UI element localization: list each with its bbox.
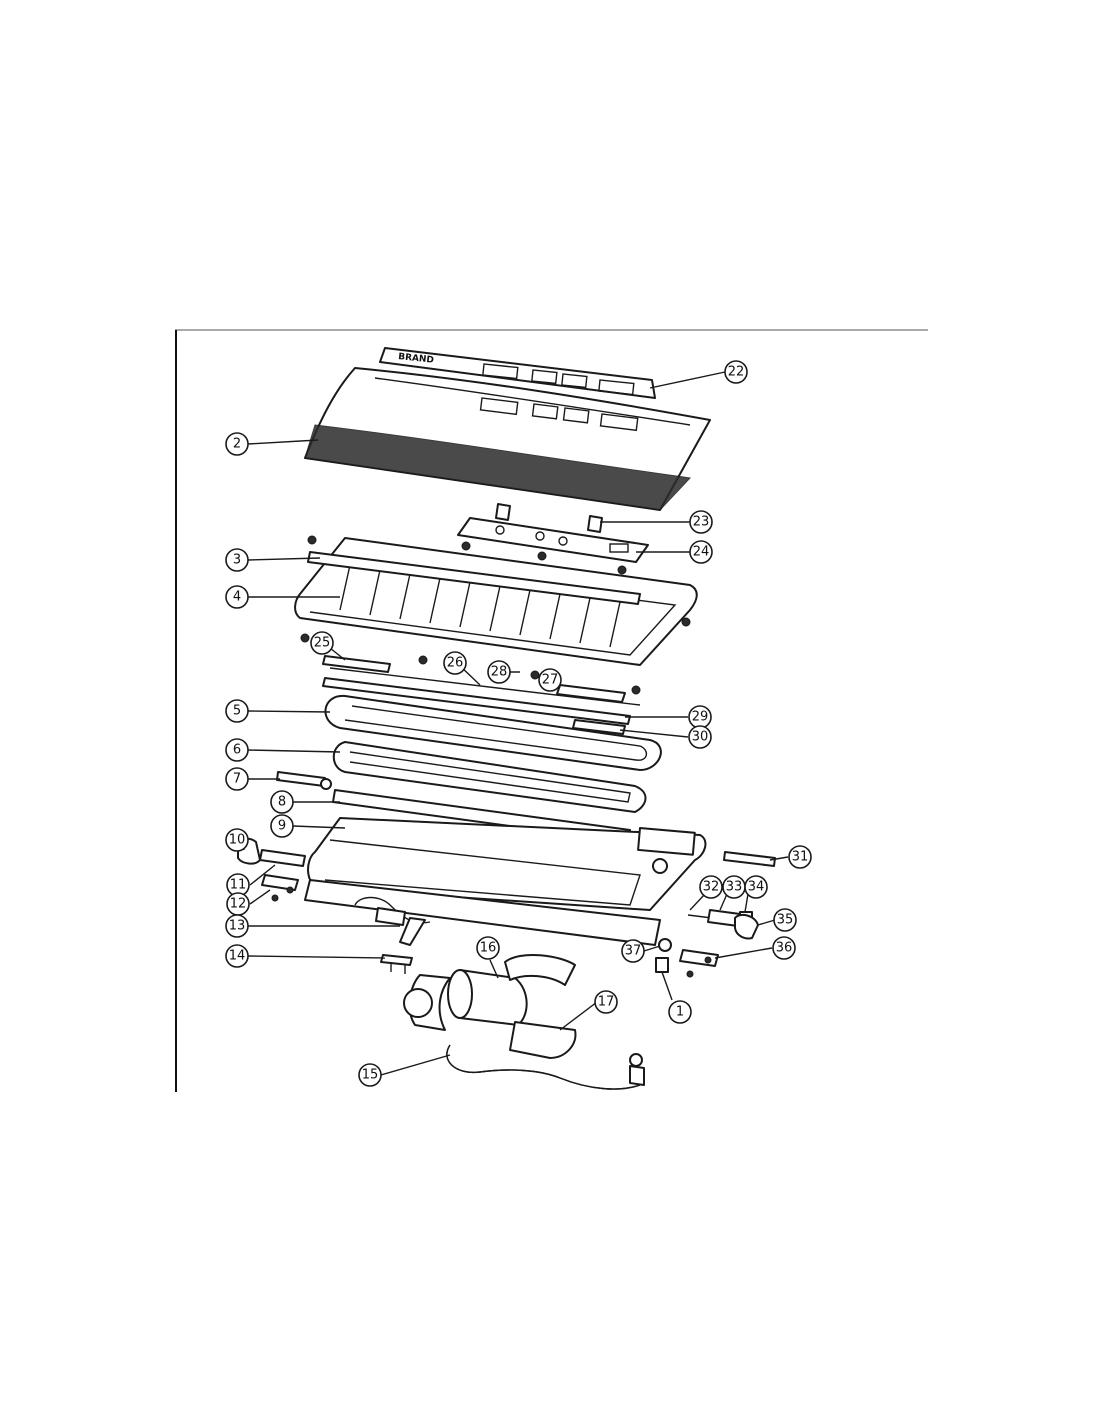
callout-label: 29 xyxy=(692,710,709,725)
callout-6: 6 xyxy=(225,738,249,762)
callout-28: 28 xyxy=(487,660,511,684)
callout-label: 27 xyxy=(542,673,559,688)
part-2-top-cover xyxy=(304,367,711,511)
part-17-pump-cover xyxy=(509,1021,577,1059)
part-23-switch xyxy=(495,503,603,533)
callout-9: 9 xyxy=(270,814,294,838)
part-31-latch-rod xyxy=(723,851,776,867)
callout-14: 14 xyxy=(225,944,249,968)
callout-label: 26 xyxy=(447,656,464,671)
callout-label: 10 xyxy=(229,833,246,848)
callout-label: 34 xyxy=(748,880,765,895)
part-15-hose xyxy=(446,1044,645,1090)
callout-37: 37 xyxy=(621,939,645,963)
callout-label: 6 xyxy=(233,743,241,758)
callout-30: 30 xyxy=(688,725,712,749)
part-5-gasket xyxy=(324,694,662,771)
part-27-heater-bracket xyxy=(556,684,626,703)
callout-7: 7 xyxy=(225,767,249,791)
part-37-nut xyxy=(658,938,672,952)
callout-label: 4 xyxy=(233,590,241,605)
callout-label: 2 xyxy=(233,437,241,452)
callout-label: 30 xyxy=(692,730,709,745)
callout-label: 9 xyxy=(278,819,286,834)
screws-upper xyxy=(300,535,691,695)
callout-17: 17 xyxy=(594,990,618,1014)
part-22-label-plate: BRAND xyxy=(379,347,656,399)
callout-15: 15 xyxy=(358,1063,382,1087)
leader-lines xyxy=(241,371,789,1076)
part-14-cord-clamp xyxy=(380,954,413,974)
callout-12: 12 xyxy=(226,892,250,916)
callout-label: 11 xyxy=(230,878,247,893)
callout-label: 35 xyxy=(777,913,794,928)
callout-10: 10 xyxy=(225,828,249,852)
callout-label: 28 xyxy=(491,665,508,680)
callout-35: 35 xyxy=(773,908,797,932)
part-30-pad xyxy=(572,719,626,735)
callout-label: 3 xyxy=(233,553,241,568)
callout-27: 27 xyxy=(538,668,562,692)
callout-label: 17 xyxy=(598,995,615,1010)
callout-33: 33 xyxy=(722,875,746,899)
part-6-gasket-frame xyxy=(332,741,647,813)
callout-label: 22 xyxy=(728,365,745,380)
callout-label: 8 xyxy=(278,795,286,810)
part-35-side-knob xyxy=(734,913,759,940)
callout-label: 16 xyxy=(480,941,497,956)
callout-label: 5 xyxy=(233,704,241,719)
callout-label: 37 xyxy=(625,944,642,959)
part-7-latch-rod xyxy=(276,771,332,790)
callout-26: 26 xyxy=(443,651,467,675)
callout-label: 13 xyxy=(229,919,246,934)
callout-8: 8 xyxy=(270,790,294,814)
part-36-bracket xyxy=(679,949,719,978)
callout-label: 15 xyxy=(362,1068,379,1083)
part-9-base-housing xyxy=(304,817,707,946)
callout-label: 12 xyxy=(230,897,247,912)
callout-23: 23 xyxy=(689,510,713,534)
callout-label: 24 xyxy=(693,545,710,560)
callout-29: 29 xyxy=(688,705,712,729)
part-13-power-cord xyxy=(354,896,431,946)
callout-5: 5 xyxy=(225,699,249,723)
callout-11: 11 xyxy=(226,873,250,897)
callout-label: 33 xyxy=(726,880,743,895)
callout-24: 24 xyxy=(689,540,713,564)
callout-label: 14 xyxy=(229,949,246,964)
brand-text: BRAND xyxy=(398,352,435,366)
callout-16: 16 xyxy=(476,936,500,960)
callout-label: 31 xyxy=(792,850,809,865)
callout-label: 25 xyxy=(314,636,331,651)
part-16-pump-motor xyxy=(403,954,576,1031)
callout-22: 22 xyxy=(724,360,748,384)
callout-label: 23 xyxy=(693,515,710,530)
callout-13: 13 xyxy=(225,914,249,938)
callout-label: 32 xyxy=(703,880,720,895)
callout-31: 31 xyxy=(788,845,812,869)
callout-32: 32 xyxy=(699,875,723,899)
callout-36: 36 xyxy=(772,936,796,960)
callout-1: 1 xyxy=(668,1000,692,1024)
part-1-switch xyxy=(655,957,669,973)
part-11-hinge-spring xyxy=(259,849,306,867)
callout-3: 3 xyxy=(225,548,249,572)
callout-4: 4 xyxy=(225,585,249,609)
callout-34: 34 xyxy=(744,875,768,899)
callout-label: 7 xyxy=(233,772,241,787)
callout-label: 36 xyxy=(776,941,793,956)
part-12-bracket xyxy=(261,874,299,902)
part-29-strip xyxy=(322,677,631,725)
part-25-heater-terminal xyxy=(322,655,391,673)
callout-label: 1 xyxy=(676,1005,684,1020)
callout-25: 25 xyxy=(310,631,334,655)
callout-2: 2 xyxy=(225,432,249,456)
part-24-pcb-board xyxy=(457,517,649,563)
